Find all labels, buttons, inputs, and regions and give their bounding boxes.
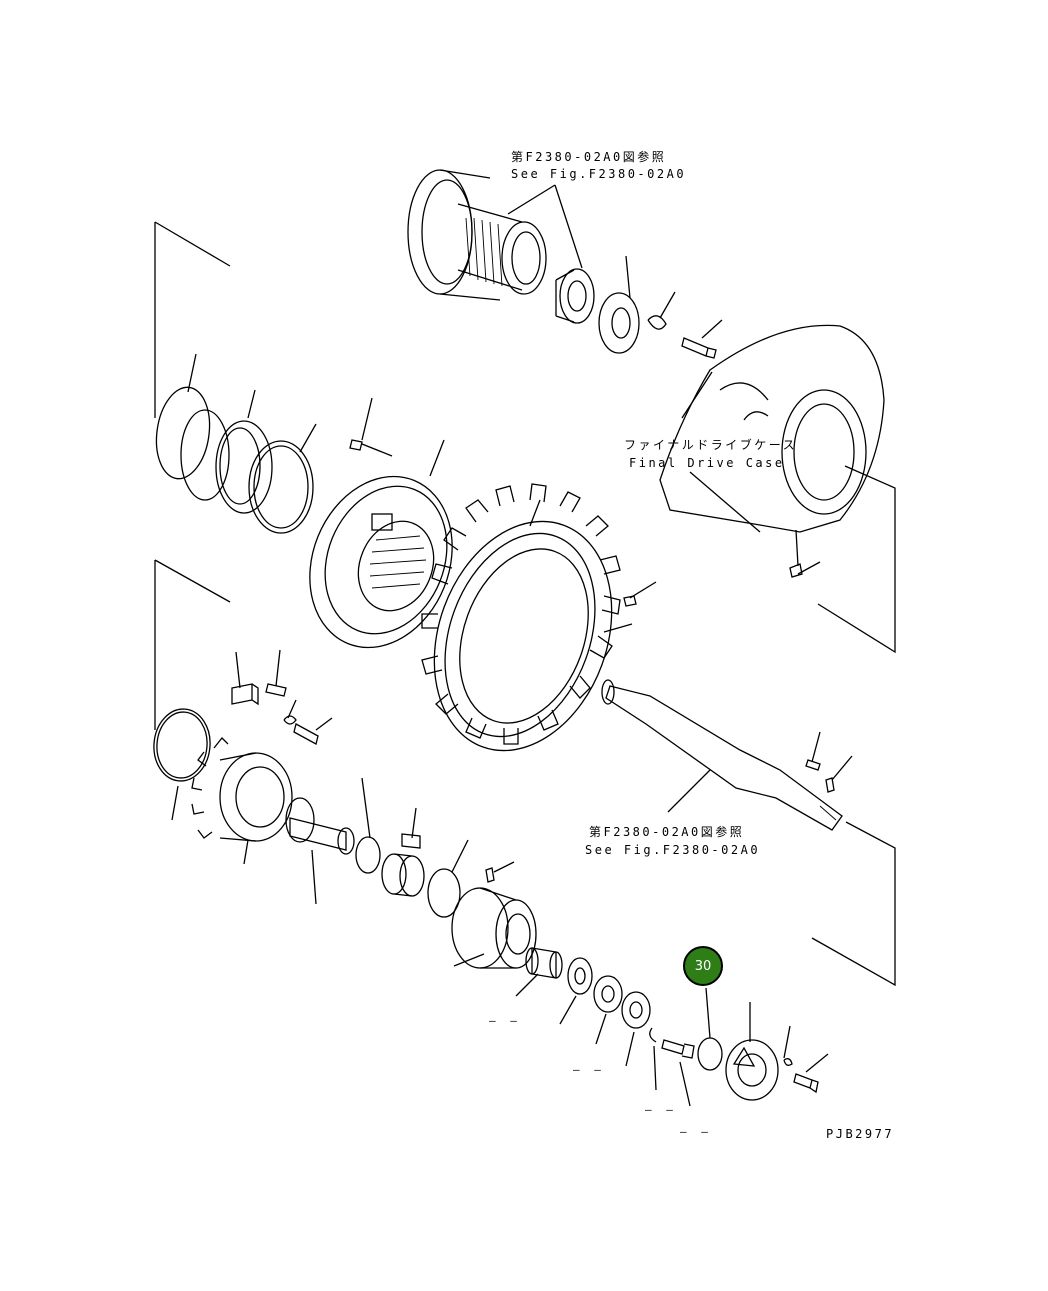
sprocket-part — [421, 483, 637, 752]
part-callout-30[interactable]: 30 — [683, 946, 723, 986]
bearing-cone-part — [381, 833, 425, 897]
snap-ring-part — [355, 836, 381, 874]
spacer-part — [285, 797, 355, 855]
ref-top-japanese-label: 第F2380-02A0図参照 — [511, 150, 667, 164]
bushing-part — [525, 947, 563, 979]
ref-top-english-label: See Fig.F2380-02A0 — [511, 167, 687, 181]
cover-part — [725, 1039, 779, 1101]
thrust-washer-part — [567, 957, 593, 995]
lock-plate-part — [621, 991, 651, 1029]
clip-part — [649, 1027, 657, 1043]
axle-shaft-part — [601, 679, 843, 831]
ref-mid-english-label: See Fig.F2380-02A0 — [585, 843, 761, 857]
final-drive-case-english-label: Final Drive Case — [629, 456, 785, 470]
o-ring-part — [153, 708, 211, 782]
bolt-part — [681, 337, 717, 359]
final-drive-case-part — [659, 324, 885, 578]
hub-part — [309, 439, 453, 649]
blank-part-label: – – — [645, 1103, 677, 1116]
drawing-number-label: PJB2977 — [826, 1127, 895, 1141]
drive-drum-part — [407, 169, 547, 301]
ref-mid-japanese-label: 第F2380-02A0図参照 — [589, 825, 745, 839]
bearing-part — [555, 268, 595, 324]
retainer-plate-part — [598, 292, 667, 354]
blank-part-label: – – — [680, 1125, 712, 1138]
seal-ring-part — [427, 868, 461, 918]
blank-part-label: – – — [573, 1063, 605, 1076]
gear-plate-part — [593, 975, 623, 1013]
carrier-part — [451, 861, 537, 969]
blank-part-label: – – — [489, 1014, 521, 1027]
o-ring-30-part — [697, 1037, 723, 1071]
cap-bolt-part — [661, 1039, 695, 1059]
drive-gear-part — [191, 737, 293, 842]
final-drive-case-japanese-label: ファイナルドライブケース — [624, 438, 798, 452]
lock-blocks-part — [231, 683, 319, 745]
seal-rings-part — [155, 386, 314, 534]
